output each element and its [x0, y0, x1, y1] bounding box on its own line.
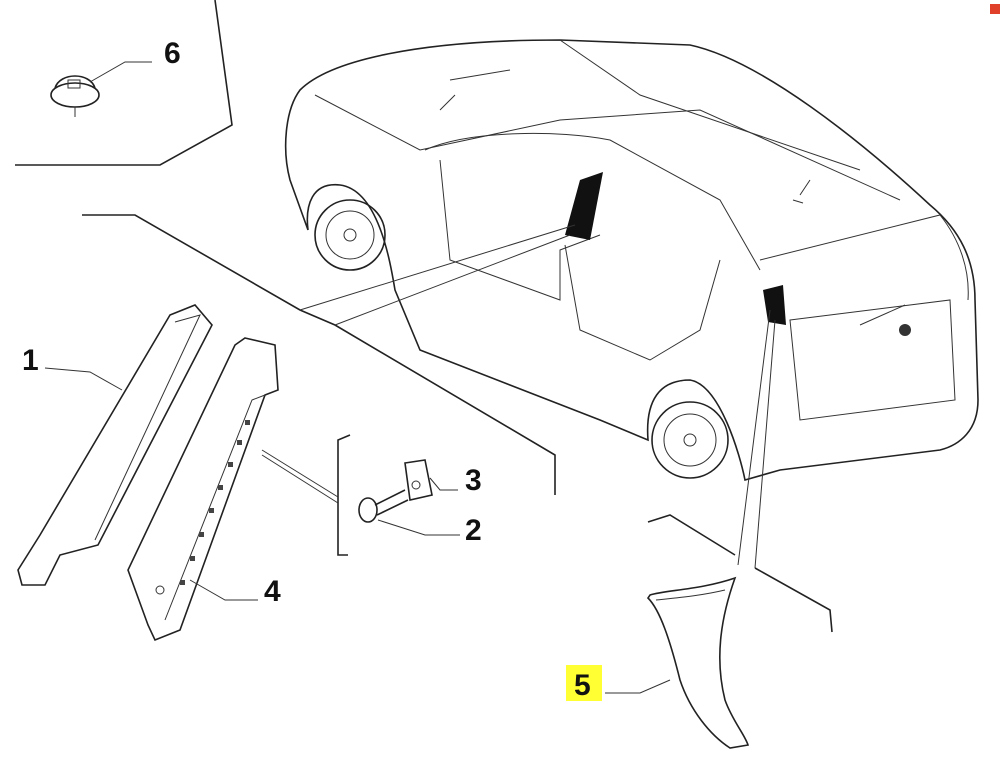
- callout-1[interactable]: 1: [22, 344, 39, 377]
- callout-5-highlight: [566, 665, 602, 701]
- part-4-pillar-trim: [127, 337, 279, 642]
- part-2-screw: [358, 489, 460, 536]
- inset-frames: [15, 0, 833, 633]
- callout-5[interactable]: 5: [574, 669, 591, 702]
- car-illustration: [284, 39, 979, 482]
- part-5-trim: [605, 576, 750, 749]
- corner-icon[interactable]: [990, 4, 1000, 14]
- callout-3[interactable]: 3: [465, 464, 482, 497]
- callout-6[interactable]: 6: [164, 37, 181, 70]
- part-3-nut: [404, 459, 458, 501]
- part-6-clip: [50, 61, 152, 117]
- callout-4[interactable]: 4: [264, 575, 281, 608]
- leader-lines: [261, 224, 776, 569]
- part-1-pillar-trim: [17, 304, 213, 586]
- callout-2[interactable]: 2: [465, 514, 482, 547]
